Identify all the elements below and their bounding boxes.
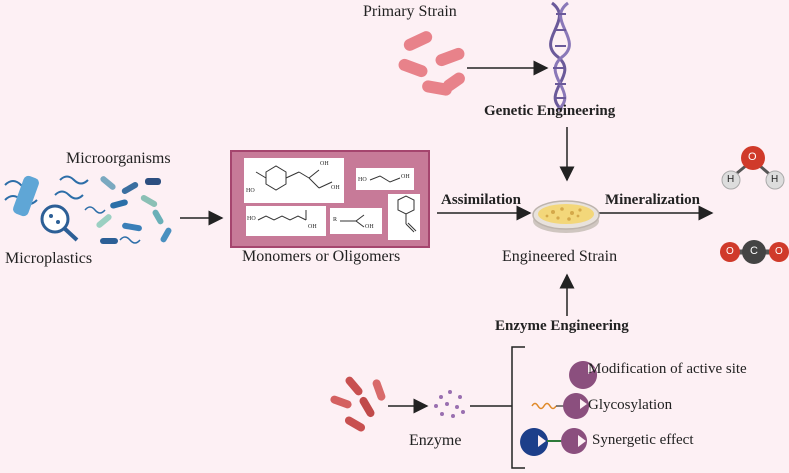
co2-o1-label: O	[726, 246, 734, 257]
modification-label: Modification of active site	[588, 361, 747, 377]
chem-label: HO	[358, 177, 367, 183]
co2-c-label: C	[750, 245, 758, 257]
co2-molecule-icon	[720, 240, 789, 264]
microorganisms-label: Microorganisms	[66, 150, 171, 167]
microplastics-label: Microplastics	[5, 250, 93, 267]
enzyme-bacteria-icon	[330, 376, 386, 432]
water-h2-label: H	[771, 174, 779, 185]
glycosylation-icon	[531, 393, 590, 419]
enzyme-bracket	[511, 346, 525, 469]
enzyme-label: Enzyme	[409, 432, 462, 449]
chem-structure-1: HO OH OH	[244, 158, 344, 203]
genetic-engineering-label: Genetic Engineering	[484, 103, 616, 119]
engineered-strain-label: Engineered Strain	[502, 248, 618, 265]
glycosylation-label: Glycosylation	[588, 397, 673, 413]
chem-structure-3: HO OH	[246, 206, 326, 236]
assimilation-label: Assimilation	[441, 192, 522, 208]
petri-dish-icon	[532, 200, 600, 233]
water-h1-label: H	[727, 174, 735, 185]
chem-label: R	[333, 217, 338, 223]
chem-structure-2: HO OH	[356, 168, 414, 190]
enzyme-dots-icon	[434, 390, 465, 418]
chem-structure-4: R OH	[330, 208, 382, 234]
chem-label: OH	[308, 224, 317, 230]
chem-label: OH	[365, 224, 374, 230]
monomers-box: HO OH OH HO OH HO OH R OH	[230, 150, 430, 248]
microplastics-microorganisms-icon	[4, 175, 172, 244]
primary-strain-bacteria	[398, 31, 465, 96]
co2-o2-label: O	[775, 246, 783, 257]
active-site-icon	[569, 361, 598, 389]
dna-icon	[549, 1, 571, 112]
synergetic-icon	[520, 428, 588, 456]
mineralization-label: Mineralization	[605, 192, 700, 208]
water-o-label: O	[748, 151, 757, 163]
enzyme-engineering-label: Enzyme Engineering	[495, 318, 629, 334]
chem-label: HO	[246, 188, 255, 194]
monomers-label: Monomers or Oligomers	[242, 248, 401, 265]
chem-label: OH	[320, 161, 329, 167]
chem-label: HO	[247, 216, 256, 222]
chem-label: OH	[401, 174, 410, 180]
water-molecule-icon	[721, 146, 785, 190]
synergetic-label: Synergetic effect	[592, 432, 694, 448]
chem-structure-styrene	[388, 194, 420, 240]
chem-label: OH	[331, 185, 340, 191]
primary-strain-label: Primary Strain	[363, 3, 457, 20]
